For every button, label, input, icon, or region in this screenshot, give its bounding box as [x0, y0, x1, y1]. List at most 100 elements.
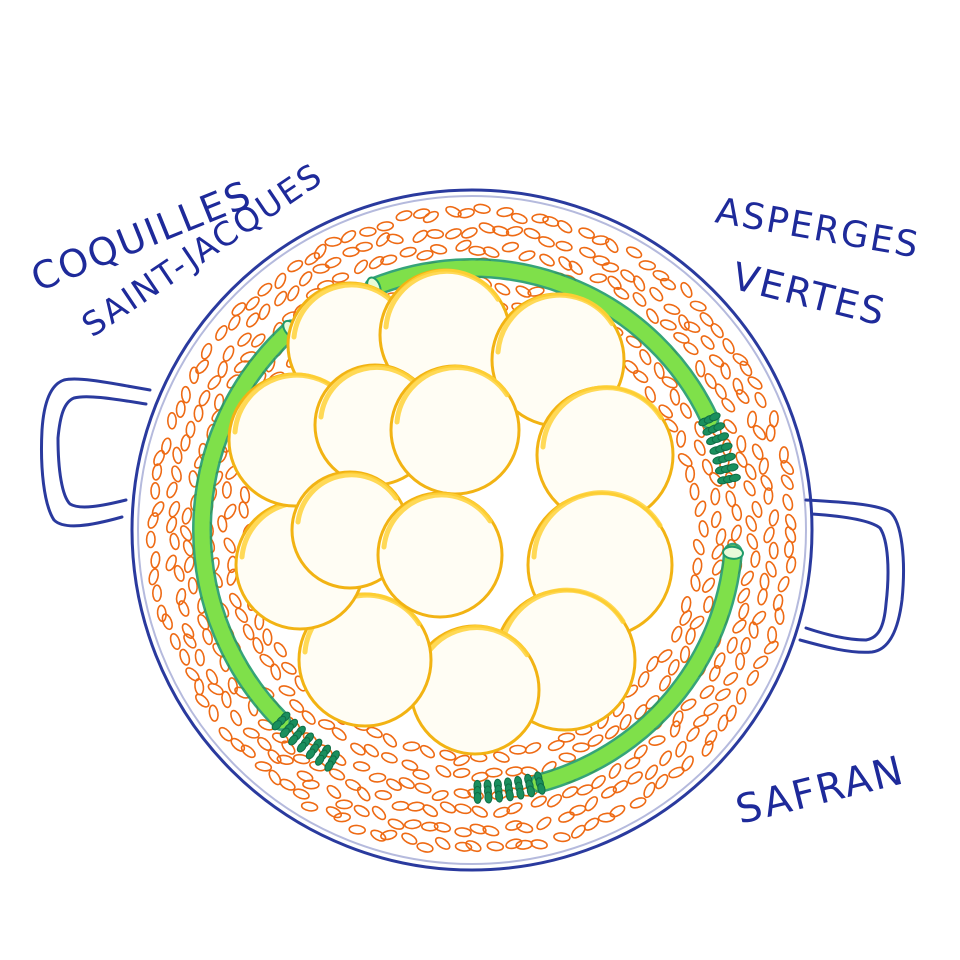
rice-grain: [239, 486, 251, 504]
rice-grain: [482, 825, 500, 837]
asparagus-tip-scale: [537, 783, 546, 795]
rice-grain: [150, 482, 161, 500]
rice-grain: [401, 832, 418, 845]
asparagus-tip-scale: [516, 787, 525, 800]
rice-grain: [740, 570, 755, 587]
rice-grain: [274, 290, 288, 307]
rice-grain: [304, 252, 321, 266]
rice-grain: [546, 793, 563, 808]
asparagus-tip-scale: [495, 790, 504, 803]
pan-rim-outer: [130, 188, 814, 872]
rice-grain: [380, 254, 398, 266]
rice-grain: [382, 733, 398, 748]
rice-grain: [223, 537, 236, 554]
rice-grain: [429, 244, 448, 255]
rice-grain: [505, 766, 523, 777]
rice-grain: [493, 751, 510, 763]
rice-grain: [553, 832, 571, 843]
right-handle-icon: [798, 498, 905, 654]
rice-grain: [785, 556, 797, 574]
rice-grain: [632, 291, 647, 307]
rice-grain: [708, 665, 721, 682]
rice-grain: [276, 754, 294, 765]
rice-grain: [765, 424, 776, 442]
rice-grain: [692, 557, 703, 576]
rice-grain: [431, 789, 449, 802]
rice-grain: [683, 341, 699, 356]
rice-grain: [739, 360, 753, 377]
rice-grain: [469, 823, 487, 835]
rice-grain: [150, 551, 161, 569]
rice-grain: [486, 841, 505, 852]
rice-grain: [189, 366, 200, 385]
rice-grain: [445, 228, 462, 240]
rice-grain: [218, 726, 233, 742]
rice-grain: [752, 610, 767, 626]
rice-grain: [579, 246, 596, 259]
rice-grain: [737, 587, 751, 604]
rice-grain: [433, 822, 452, 833]
rice-grain: [658, 675, 672, 692]
rice-grain: [589, 273, 608, 284]
rice-grain: [659, 750, 673, 767]
rice-grain: [778, 446, 789, 464]
rice-grain: [237, 332, 252, 347]
rice-grain: [185, 667, 200, 682]
rice-grain: [731, 503, 743, 522]
rice-grain: [439, 801, 457, 814]
rice-grain: [454, 827, 472, 838]
rice-grain: [663, 303, 681, 315]
rice-grain: [609, 804, 626, 818]
rice-grain: [161, 437, 172, 455]
rice-grain: [698, 520, 709, 538]
rice-grain: [156, 604, 167, 623]
asparagus-tip-scale: [717, 432, 729, 441]
rice-grain: [386, 778, 402, 791]
rice-grain: [289, 699, 305, 713]
rice-grain: [352, 761, 371, 772]
asparagus-tip-scale: [473, 791, 482, 804]
rice-grain: [363, 743, 380, 758]
rice-grain: [371, 805, 387, 821]
rice-grain: [258, 303, 271, 321]
rice-grain: [207, 682, 224, 696]
asparagus-cut-end: [722, 545, 744, 560]
rice-grain: [242, 623, 255, 641]
rice-grain: [679, 645, 691, 664]
rice-grain: [401, 759, 419, 771]
rice-grain: [454, 803, 472, 815]
asparagus-icon: [192, 319, 340, 772]
rice-grain: [744, 463, 757, 481]
rice-grain: [608, 763, 622, 779]
rice-grain: [300, 801, 319, 812]
rice-grain: [274, 272, 287, 290]
rice-grain: [685, 465, 696, 483]
rice-grain: [646, 308, 659, 324]
rice-grain: [416, 249, 434, 261]
rice-grain: [172, 446, 183, 465]
rice-grain: [245, 296, 260, 311]
rice-grain: [638, 260, 657, 271]
rice-grain: [147, 512, 159, 529]
rice-grain: [765, 560, 777, 578]
rice-grain: [333, 812, 351, 823]
rice-grain: [777, 576, 790, 593]
pan-icon: [130, 188, 814, 872]
rice-grain: [412, 769, 430, 780]
rice-grain: [527, 286, 545, 297]
rice-grain: [659, 319, 677, 331]
scallop-icon: [389, 364, 521, 496]
rice-grain: [710, 322, 724, 339]
rice-grain: [395, 210, 413, 222]
rice-grain: [715, 688, 731, 702]
rice-grain: [386, 233, 404, 245]
rice-grain: [287, 285, 300, 302]
rice-grain: [376, 221, 395, 232]
rice-grain: [704, 729, 718, 746]
rice-grain: [242, 727, 260, 739]
rice-grain: [223, 503, 237, 520]
rice-grain: [699, 312, 714, 327]
rice-grain: [402, 741, 421, 752]
rice-grain: [570, 824, 586, 839]
rice-grain: [715, 528, 727, 546]
